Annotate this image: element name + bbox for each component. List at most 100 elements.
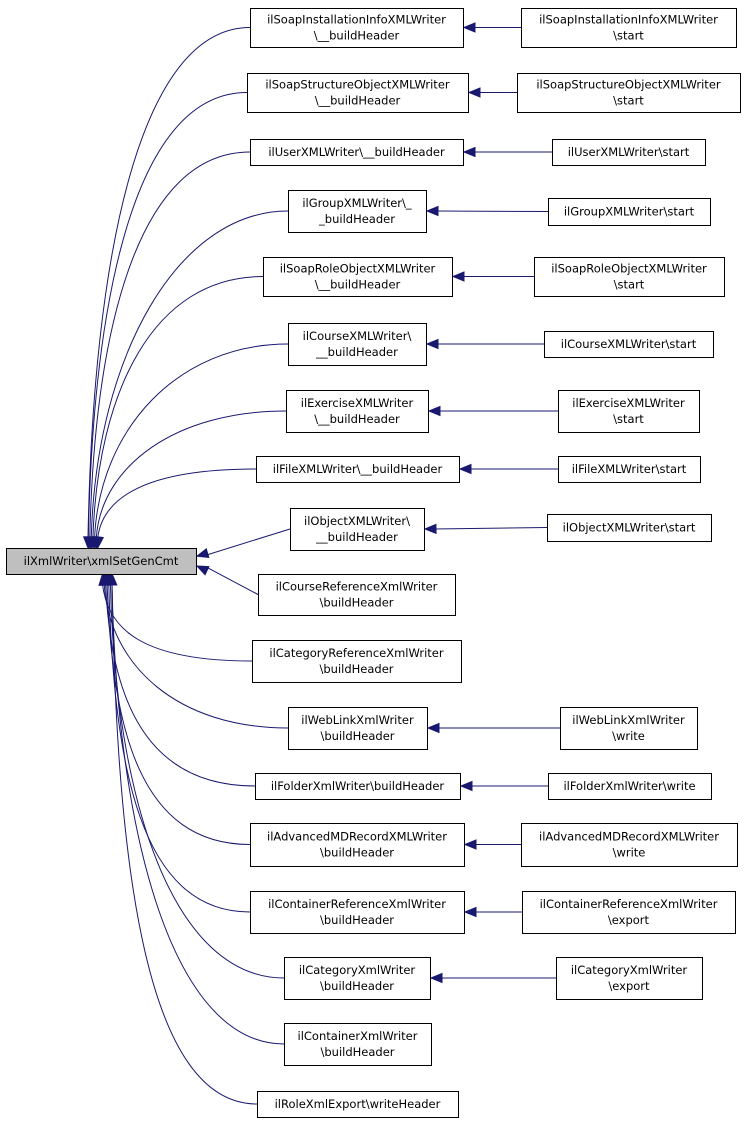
node-o2[interactable]: ilSoapStructureObjectXMLWriter \start: [517, 73, 741, 113]
node-label: \buildHeader: [320, 729, 394, 743]
node-box: [534, 257, 725, 297]
node-o8[interactable]: ilFileXMLWriter\start: [558, 456, 701, 483]
node-c18[interactable]: ilRoleXmlExport\writeHeader: [257, 1091, 459, 1118]
node-label: ilCategoryXmlWriter: [299, 963, 416, 977]
node-label: \write: [612, 729, 645, 743]
arrowhead-o7: [427, 405, 441, 417]
node-label: ilFolderXmlWriter\buildHeader: [271, 779, 445, 793]
node-box: [290, 508, 425, 551]
node-o9[interactable]: ilObjectXMLWriter\start: [547, 514, 712, 542]
node-label: \buildHeader: [320, 1045, 394, 1059]
edge-o4-to-c4: [435, 210, 549, 212]
node-label: \buildHeader: [320, 846, 394, 860]
node-label: \start: [613, 94, 644, 108]
node-label: ilSoapRoleObjectXMLWriter: [551, 262, 707, 276]
node-o14[interactable]: ilCategoryXmlWriter\export: [556, 957, 703, 1000]
node-box: [521, 8, 737, 48]
node-o11[interactable]: ilFolderXmlWriter\write: [548, 773, 712, 800]
arrowhead-o5: [451, 271, 465, 282]
node-label: ilSoapInstallationInfoXMLWriter: [267, 13, 446, 27]
node-o13[interactable]: ilContainerReferenceXmlWriter\export: [522, 891, 736, 934]
node-box: [250, 139, 464, 166]
node-label: ilSoapInstallationInfoXMLWriter: [539, 13, 718, 27]
node-c9[interactable]: ilObjectXMLWriter\ __buildHeader: [290, 508, 425, 551]
node-label: ilUserXMLWriter\start: [568, 145, 690, 159]
node-label: ilObjectXMLWriter\: [304, 514, 410, 528]
node-label: ilSoapStructureObjectXMLWriter: [536, 78, 721, 92]
node-o1[interactable]: ilSoapInstallationInfoXMLWriter\start: [521, 8, 737, 48]
node-c14[interactable]: ilAdvancedMDRecordXMLWriter\buildHeader: [250, 823, 465, 867]
node-label: ilFileXMLWriter\start: [572, 462, 687, 476]
node-o4[interactable]: ilGroupXMLWriter\start: [548, 198, 711, 226]
edge-c18-to-root: [111, 583, 258, 1105]
edge-c11-to-root: [102, 583, 253, 662]
node-box: [6, 548, 197, 575]
node-label: \start: [613, 412, 644, 426]
edge-c14-to-root: [106, 583, 251, 845]
node-label: ilExerciseXMLWriter: [572, 396, 685, 410]
node-c6[interactable]: ilCourseXMLWriter\__buildHeader: [288, 323, 427, 366]
node-box: [558, 390, 700, 433]
node-c13[interactable]: ilFolderXmlWriter\buildHeader: [255, 773, 461, 800]
node-box: [286, 390, 429, 433]
edge-c5-to-root: [92, 276, 264, 539]
node-box: [558, 456, 701, 483]
node-label: __buildHeader: [315, 530, 398, 544]
node-o5[interactable]: ilSoapRoleObjectXMLWriter\start: [534, 257, 725, 297]
node-o7[interactable]: ilExerciseXMLWriter \start: [558, 390, 700, 433]
node-o12[interactable]: ilAdvancedMDRecordXMLWriter\write: [521, 823, 738, 867]
node-c1[interactable]: ilSoapInstallationInfoXMLWriter\__buildH…: [250, 8, 464, 48]
node-label: ilUserXMLWriter\__buildHeader: [268, 145, 445, 159]
arrowhead-o8: [458, 463, 472, 475]
node-label: \__buildHeader: [314, 412, 400, 426]
node-label: ilObjectXMLWriter\start: [563, 521, 696, 535]
node-c16[interactable]: ilCategoryXmlWriter\buildHeader: [284, 957, 431, 1000]
node-c7[interactable]: ilExerciseXMLWriter\__buildHeader: [286, 390, 429, 433]
node-label: ilCategoryXmlWriter: [571, 963, 688, 977]
arrowhead-o12: [463, 839, 477, 850]
edge-c1-to-root: [87, 27, 251, 539]
node-box: [556, 957, 703, 1000]
node-c12[interactable]: ilWebLinkXmlWriter\buildHeader: [288, 707, 428, 750]
node-label: \__buildHeader: [315, 278, 401, 292]
node-o10[interactable]: ilWebLinkXmlWriter \write: [560, 707, 698, 750]
edge-c15-to-root: [108, 583, 251, 913]
node-box: [257, 1091, 459, 1118]
node-box: [288, 190, 427, 233]
root-node[interactable]: ilXmlWriter\xmlSetGenCmt: [6, 548, 197, 575]
edge-c8-to-root: [97, 468, 257, 539]
node-o3[interactable]: ilUserXMLWriter\start: [552, 139, 706, 166]
node-c3[interactable]: ilUserXMLWriter\__buildHeader: [250, 139, 464, 166]
node-box: [521, 823, 738, 867]
node-c15[interactable]: ilContainerReferenceXmlWriter\buildHeade…: [250, 891, 465, 934]
node-box: [548, 198, 711, 226]
node-box: [517, 73, 741, 113]
node-label: ilGroupXMLWriter\start: [564, 205, 695, 219]
arrowhead-c10: [195, 565, 210, 576]
node-label: ilWebLinkXmlWriter: [572, 713, 685, 727]
node-label: ilSoapStructureObjectXMLWriter: [265, 78, 450, 92]
node-box: [250, 891, 465, 934]
node-c11[interactable]: ilCategoryReferenceXmlWriter\buildHeader: [252, 640, 462, 683]
node-label: ilRoleXmlExport\writeHeader: [275, 1097, 441, 1111]
node-box: [560, 707, 698, 750]
node-c8[interactable]: ilFileXMLWriter\__buildHeader: [256, 456, 460, 483]
node-c5[interactable]: ilSoapRoleObjectXMLWriter \__buildHeader: [263, 257, 453, 297]
arrowhead-o13: [463, 906, 477, 918]
node-label: ilContainerReferenceXmlWriter: [540, 897, 718, 911]
node-label: ilFolderXmlWriter\write: [563, 779, 695, 793]
node-box: [263, 257, 453, 297]
node-box: [252, 640, 462, 683]
edge-c12-to-root: [103, 583, 289, 729]
edge-c10-to-root: [206, 567, 259, 595]
node-c10[interactable]: ilCourseReferenceXmlWriter\buildHeader: [258, 574, 456, 616]
node-label: \buildHeader: [319, 596, 393, 610]
node-c2[interactable]: ilSoapStructureObjectXMLWriter\__buildHe…: [247, 73, 469, 113]
node-c4[interactable]: ilGroupXMLWriter\__buildHeader: [288, 190, 427, 233]
node-box: [284, 957, 431, 1000]
node-o6[interactable]: ilCourseXMLWriter\start: [544, 331, 714, 358]
node-label: ilSoapRoleObjectXMLWriter: [280, 262, 436, 276]
node-c17[interactable]: ilContainerXmlWriter\buildHeader: [284, 1023, 432, 1066]
node-box: [548, 773, 712, 800]
